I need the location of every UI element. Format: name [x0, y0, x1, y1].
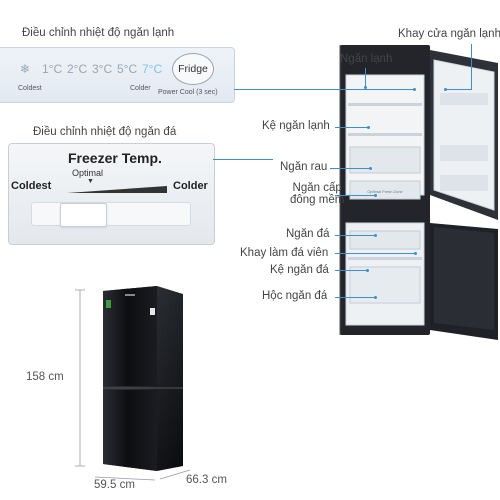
callout-soft-freeze-line2: đông mềm	[290, 194, 345, 206]
callout-soft-freeze-line1: Ngăn cấp	[292, 182, 342, 194]
callout-ice-tray: Khay làm đá viên	[240, 247, 329, 259]
height-dimension: 158 cm	[26, 371, 64, 383]
temp-level-3: 3°C	[92, 62, 113, 76]
freezer-temp-heading: Freezer Temp.	[68, 150, 162, 166]
callout-freezer-drawer: Hộc ngăn đá	[262, 290, 328, 302]
freezer-temp-slider[interactable]	[31, 202, 191, 227]
snowflake-icon: ❄	[20, 62, 31, 76]
callout-freezer-shelf: Kệ ngăn đá	[270, 264, 329, 276]
freezer-control-panel: Freezer Temp. Optimal ▼ Coldest Colder	[8, 143, 215, 245]
callout-door-tray: Khay cửa ngăn lạnh	[398, 28, 500, 40]
optimal-label: Optimal	[72, 168, 104, 178]
callout-vegetable-drawer: Ngăn rau	[280, 161, 328, 173]
fridge-control-title: Điều chỉnh nhiệt độ ngăn lạnh	[22, 27, 175, 39]
temp-level-2: 2°C	[67, 62, 88, 76]
callout-freezer-compartment: Ngăn đá	[286, 228, 330, 240]
optimal-arrow-icon: ▼	[87, 178, 94, 185]
callout-soft-freeze: Ngăn cấp đông mềm	[290, 182, 344, 206]
product-photo	[103, 286, 183, 471]
temp-level-7: 7°C	[142, 62, 163, 76]
slider-knob[interactable]	[60, 203, 107, 227]
colder-label: Colder	[130, 85, 151, 92]
temperature-wedge-icon	[67, 186, 167, 193]
callout-fridge-shelf: Kệ ngăn lạnh	[262, 120, 330, 132]
coldest-label: Coldest	[11, 180, 52, 192]
temp-level-5: 5°C	[117, 62, 138, 76]
fridge-control-panel: ❄ 1°C 2°C 3°C 5°C 7°C Coldest Colder Fri…	[0, 47, 235, 103]
width-dimension: 59.5 cm	[94, 479, 135, 491]
callout-fridge-compartment: Ngăn lạnh	[340, 53, 393, 65]
colder-label: Colder	[173, 180, 208, 192]
power-cool-label: Power Cool (3 sec)	[158, 89, 218, 96]
temp-level-1: 1°C	[42, 62, 63, 76]
coldest-label: Coldest	[18, 85, 42, 92]
svg-text:Optimal Fresh Zone: Optimal Fresh Zone	[367, 189, 403, 194]
open-fridge-illustration: Optimal Fresh Zone	[339, 45, 498, 340]
freezer-control-title: Điều chỉnh nhiệt độ ngăn đá	[33, 126, 177, 138]
fridge-button[interactable]: Fridge	[172, 53, 214, 85]
depth-dimension: 66.3 cm	[186, 474, 227, 486]
